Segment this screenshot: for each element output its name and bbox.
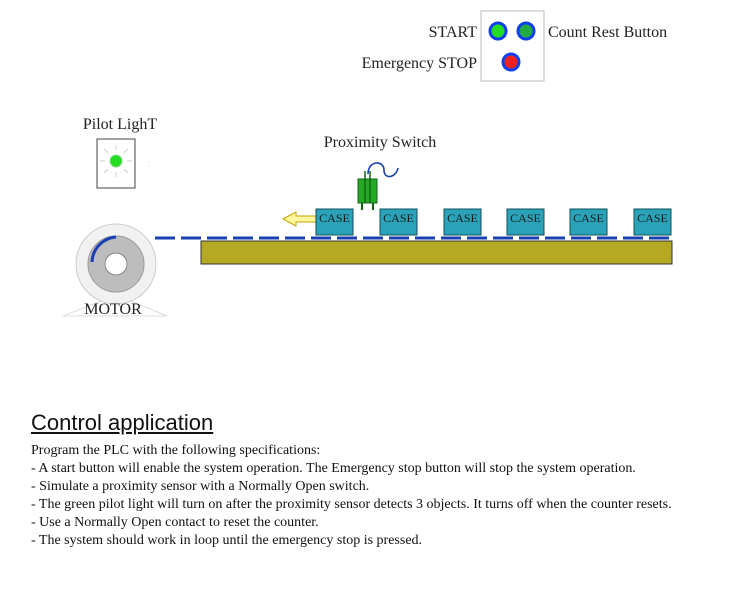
case-body [379,208,418,236]
pilot-light-label: Pilot LighT [83,116,157,133]
pilot-light-rays [100,145,132,177]
start-label: START [429,24,478,41]
pilot-light-mark: : [148,158,151,168]
spec-line: - The green pilot light will turn on aft… [31,497,672,512]
emergency-stop-label: Emergency STOP [362,55,478,72]
case-label: CASE [319,211,350,225]
conveyor-diagram: START Emergency STOP Count Rest Button P… [62,10,673,318]
case-body [506,208,545,236]
case-body [569,208,608,236]
count-reset-label: Count Rest Button [548,24,667,41]
proximity-switch-label: Proximity Switch [324,134,436,151]
spec-line: - The system should work in loop until t… [31,533,423,548]
case-box: CASE [315,208,354,236]
sensor-cable [367,162,399,178]
proximity-sensor-body [357,178,378,204]
emergency-stop-button[interactable] [501,52,521,72]
case-box: CASE [379,208,418,236]
case-box: CASE [633,208,672,236]
case-label: CASE [637,211,668,225]
case-box: CASE [569,208,608,236]
spec-line: - Simulate a proximity sensor with a Nor… [31,479,370,494]
start-button[interactable] [488,21,508,41]
cases: CASE CASE CASE CASE CASE CASE [315,208,672,236]
motor-belt-wrap [90,235,117,263]
case-label: CASE [383,211,414,225]
control-application-heading: Control application [31,410,214,435]
direction-arrow [281,211,317,227]
case-body [633,208,672,236]
control-panel: START Emergency STOP Count Rest Button [362,10,667,82]
count-reset-button[interactable] [516,21,536,41]
specification-list: Program the PLC with the following speci… [31,442,736,550]
case-box: CASE [443,208,482,236]
proximity-switch: Proximity Switch [324,134,436,210]
spec-line: - A start button will enable the system … [31,461,636,476]
direction-arrow-icon [281,211,317,227]
case-label: CASE [510,211,541,225]
pilot-lamp [109,154,123,168]
motor-label: MOTOR [84,301,142,318]
case-body [443,208,482,236]
case-label: CASE [447,211,478,225]
spec-line: Program the PLC with the following speci… [31,443,321,458]
motor: MOTOR [62,223,168,318]
case-box: CASE [506,208,545,236]
pilot-light: Pilot LighT : [83,116,157,189]
motor-base [62,294,168,317]
conveyor-belt [200,240,673,265]
case-label: CASE [573,211,604,225]
motor-shaft [104,252,128,276]
spec-line: - Use a Normally Open contact to reset t… [31,515,319,530]
case-body [315,208,354,236]
